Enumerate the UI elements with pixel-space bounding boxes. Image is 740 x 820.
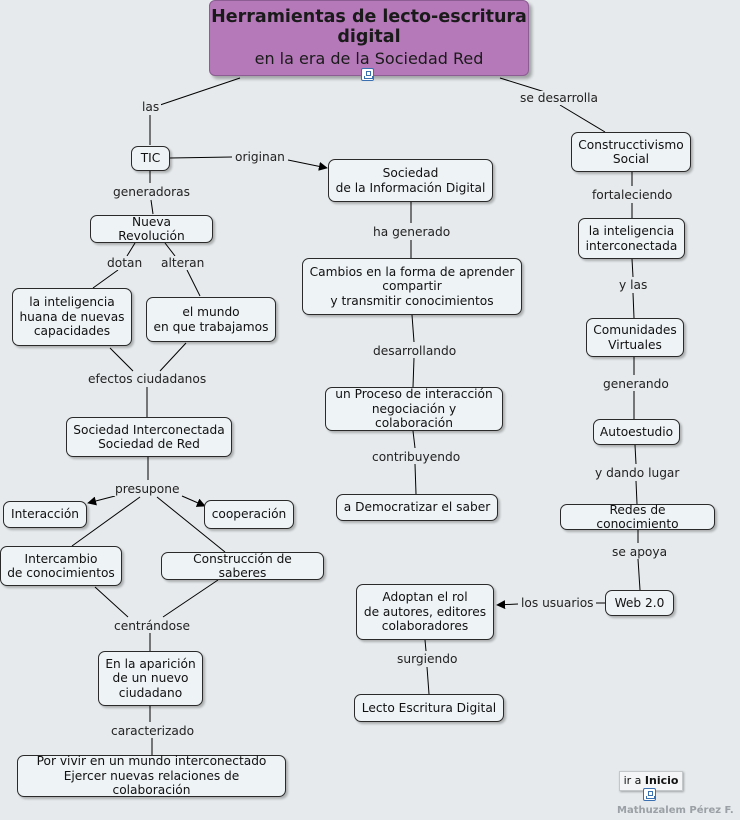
node-autoestudio[interactable]: Autoestudio — [593, 419, 680, 445]
node-aparicion[interactable]: En la aparición de un nuevo ciudadano — [98, 651, 203, 706]
label-fortaleciendo: fortaleciendo — [590, 188, 675, 202]
node-democratizar[interactable]: a Democratizar el saber — [336, 494, 498, 521]
node-interaccion[interactable]: Interacción — [3, 501, 87, 528]
node-nueva-revolucion[interactable]: Nueva Revolución — [90, 215, 213, 243]
node-comunidades[interactable]: Comunidades Virtuales — [586, 318, 684, 357]
label-efectos-ciudadanos: efectos ciudadanos — [86, 372, 209, 386]
label-centrandose: centrándose — [112, 619, 192, 633]
label-generadoras: generadoras — [111, 185, 192, 199]
node-por-vivir[interactable]: Por vivir en un mundo interconectado Eje… — [17, 754, 286, 797]
label-ha-generado: ha generado — [371, 225, 453, 239]
node-inteligencia-interconectada[interactable]: la inteligencia interconectada — [578, 218, 685, 259]
label-caracterizado: caracterizado — [109, 724, 197, 738]
inicio-label: Inicio — [644, 774, 679, 787]
label-y-dando-lugar: y dando lugar — [593, 466, 682, 480]
node-sociedad-informacion[interactable]: Sociedad de la Información Digital — [328, 159, 493, 202]
label-los-usuarios: los usuarios — [519, 596, 596, 610]
map-link-icon[interactable] — [361, 68, 374, 81]
node-tic[interactable]: TIC — [131, 146, 170, 171]
label-las: las — [140, 100, 162, 114]
node-proceso[interactable]: un Proceso de interacción negociación y … — [325, 387, 503, 431]
node-construccion[interactable]: Construcción de saberes — [161, 552, 324, 580]
label-contribuyendo: contribuyendo — [370, 450, 463, 464]
label-dotan: dotan — [105, 256, 145, 270]
title-line-3: en la era de la Sociedad Red — [254, 49, 484, 68]
node-constructivismo[interactable]: Construcctivismo Social — [571, 132, 691, 172]
node-web20[interactable]: Web 2.0 — [605, 590, 674, 616]
label-presupone: presupone — [113, 482, 182, 496]
inicio-map-icon[interactable] — [643, 788, 656, 801]
node-inteligencia-huana[interactable]: la inteligencia huana de nuevas capacida… — [12, 288, 132, 346]
label-originan: originan — [233, 150, 287, 164]
inicio-prefix: ir a — [623, 774, 642, 787]
title-line-2: digital — [337, 27, 401, 47]
node-mundo-trabajamos[interactable]: el mundo en que trabajamos — [146, 297, 276, 342]
label-generando: generando — [601, 377, 671, 391]
label-alteran: alteran — [159, 256, 207, 270]
map-title: Herramientas de lecto-escritura digital … — [209, 0, 529, 76]
node-cambios[interactable]: Cambios en la forma de aprender comparti… — [302, 258, 522, 315]
label-se-desarrolla: se desarrolla — [518, 91, 601, 105]
node-cooperacion[interactable]: cooperación — [204, 500, 294, 529]
node-redes[interactable]: Redes de conocimiento — [560, 503, 715, 531]
label-desarrollando: desarrollando — [371, 344, 459, 358]
label-y-las: y las — [617, 278, 650, 292]
node-sociedad-interconectada[interactable]: Sociedad Interconectada Sociedad de Red — [66, 417, 232, 457]
node-intercambio[interactable]: Intercambio de conocimientos — [0, 546, 122, 586]
label-surgiendo: surgiendo — [395, 652, 460, 666]
node-adoptan[interactable]: Adoptan el rol de autores, editores cola… — [356, 584, 494, 640]
label-se-apoya: se apoya — [610, 545, 670, 559]
title-line-1: Herramientas de lecto-escritura — [211, 7, 527, 27]
author-credit: Mathuzalem Pérez F. — [617, 805, 734, 816]
node-lecto-escritura[interactable]: Lecto Escritura Digital — [354, 694, 504, 722]
